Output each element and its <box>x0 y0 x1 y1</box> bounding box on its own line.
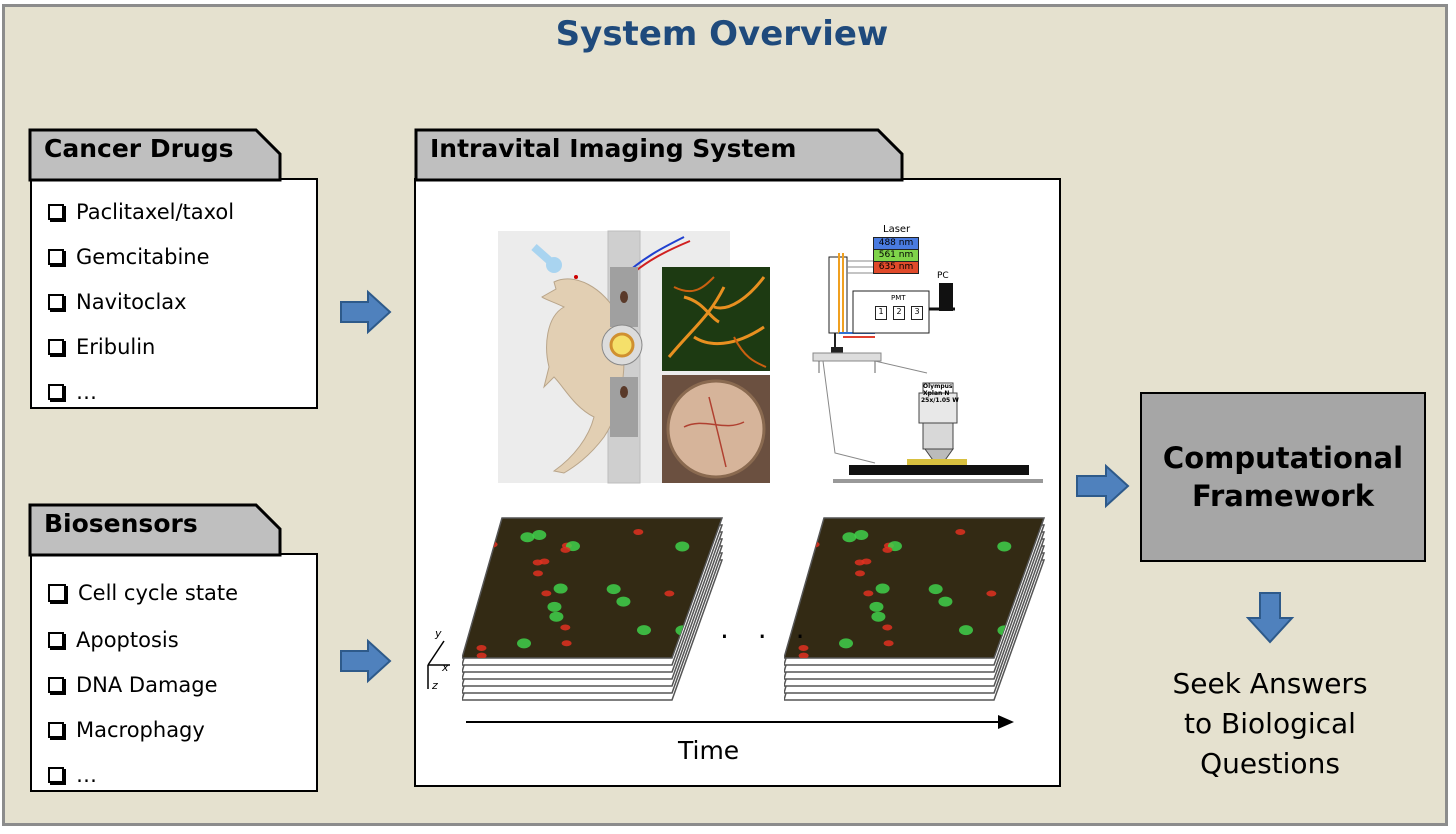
biosensor-item: DNA Damage <box>48 673 218 697</box>
checkbox-icon <box>48 677 64 693</box>
arrow-right-icon <box>1076 463 1130 509</box>
biosensor-item: Cell cycle state <box>48 581 238 605</box>
mouse-window-chamber-illustration <box>494 227 781 487</box>
pmt-2: 2 <box>893 306 905 320</box>
time-ellipsis: . . . <box>720 612 815 645</box>
pmt-1: 1 <box>875 306 887 320</box>
drug-item: Eribulin <box>48 335 155 359</box>
axis-z-label: z <box>432 679 438 692</box>
drug-item: Navitoclax <box>48 290 187 314</box>
objective-label: Olympus <box>923 383 953 390</box>
biosensors-tab: Biosensors <box>28 503 282 557</box>
pmt-3: 3 <box>911 306 923 320</box>
checkbox-icon <box>48 584 66 602</box>
microscope-schematic: Olympus Xplan N 25x/1.05 W Laser 488 nm … <box>795 213 1047 487</box>
biosensors-box: Cell cycle state Apoptosis DNA Damage Ma… <box>30 553 318 792</box>
seek-answers-text: Seek Answers to Biological Questions <box>1132 664 1408 784</box>
wavelength-488: 488 nm <box>873 237 919 250</box>
checkbox-icon <box>48 722 64 738</box>
biosensor-item: … <box>48 763 97 787</box>
tab-shape-icon <box>414 128 904 182</box>
wavelength-635: 635 nm <box>873 261 919 274</box>
checkbox-icon <box>48 632 64 648</box>
arrow-right-icon <box>340 638 392 684</box>
image-stack-right <box>784 517 1046 701</box>
diagram-title: System Overview <box>555 14 889 54</box>
arrow-right-icon <box>340 289 392 335</box>
axis-y-label: y <box>435 627 442 640</box>
axis-panel: y x z <box>418 607 457 713</box>
laser-label: Laser <box>883 224 911 235</box>
objective-label: Xplan N <box>923 390 949 397</box>
checkbox-icon <box>48 204 64 220</box>
cancer-drugs-tab: Cancer Drugs <box>28 128 282 182</box>
objective-label: 25x/1.05 W <box>921 397 959 404</box>
axis-x-label: x <box>442 661 449 674</box>
seek-line2: to Biological <box>1184 707 1356 740</box>
biosensors-heading: Biosensors <box>44 509 198 538</box>
intravital-imaging-tab: Intravital Imaging System <box>414 128 904 182</box>
biosensor-item: Apoptosis <box>48 628 179 652</box>
cancer-drugs-box: Paclitaxel/taxol Gemcitabine Navitoclax … <box>30 178 318 409</box>
pc-label: PC <box>937 271 949 281</box>
image-stack-left <box>462 517 724 701</box>
time-label: Time <box>678 736 740 765</box>
seek-line1: Seek Answers <box>1172 667 1368 700</box>
cancer-drugs-heading: Cancer Drugs <box>44 134 234 163</box>
drug-item: Gemcitabine <box>48 245 210 269</box>
drug-item: … <box>48 380 97 404</box>
pmt-label: PMT <box>891 294 906 302</box>
time-arrow-icon <box>466 715 1014 729</box>
checkbox-icon <box>48 767 64 783</box>
checkbox-icon <box>48 339 64 355</box>
xyz-axis-icon <box>427 640 450 689</box>
computational-line1: Computational <box>1162 441 1404 475</box>
intravital-imaging-heading: Intravital Imaging System <box>430 134 797 163</box>
checkbox-icon <box>48 294 64 310</box>
arrow-down-icon <box>1246 592 1295 644</box>
computational-line2: Framework <box>1191 479 1374 513</box>
checkbox-icon <box>48 384 64 400</box>
biosensor-item: Macrophagy <box>48 718 205 742</box>
seek-line3: Questions <box>1200 747 1340 780</box>
drug-item: Paclitaxel/taxol <box>48 200 234 224</box>
checkbox-icon <box>48 249 64 265</box>
tab-shape-icon <box>28 503 282 557</box>
tab-shape-icon <box>28 128 282 182</box>
microscope-diagram-icon: Olympus Xplan N 25x/1.05 W <box>812 253 1043 483</box>
